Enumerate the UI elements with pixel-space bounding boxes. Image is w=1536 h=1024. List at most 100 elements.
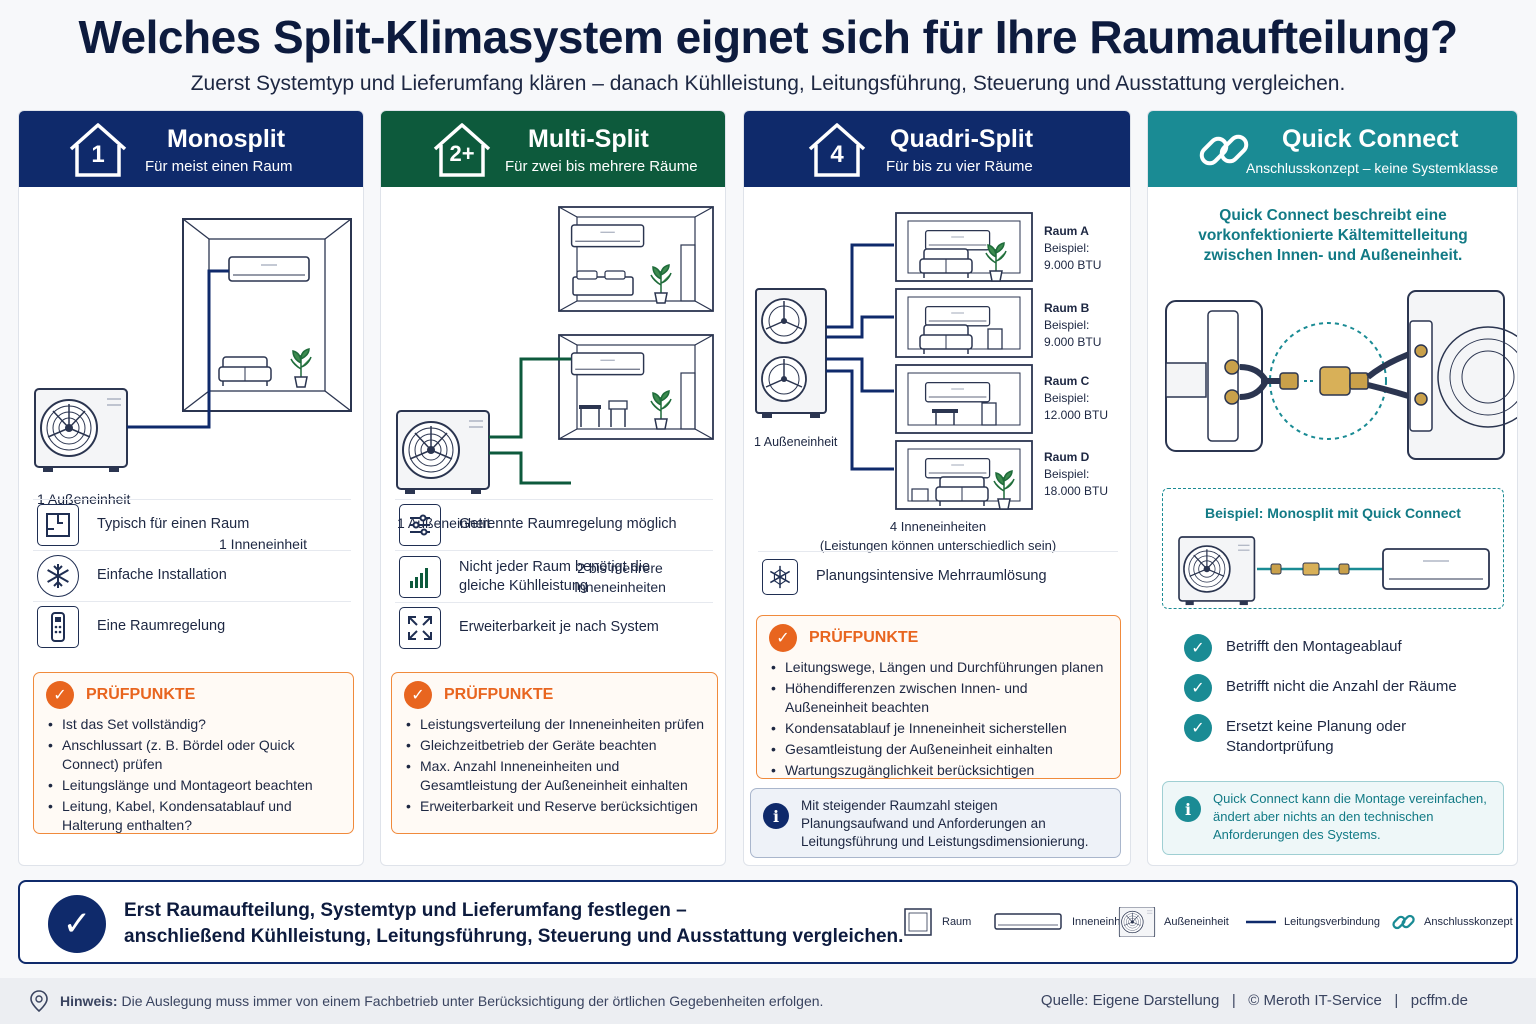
- pruef-item: Leitungslänge und Montageort beachten: [46, 776, 341, 795]
- legend-concept: Anschlusskonzept: [1390, 906, 1513, 938]
- room-btu: 9.000 BTU: [1044, 335, 1102, 349]
- room-example: Beispiel:: [1044, 241, 1090, 255]
- summary-line-2: anschließend Kühlleistung, Leitungsführu…: [124, 926, 904, 947]
- feature-text: Typisch für einen Raum: [97, 516, 250, 532]
- room-btu: 9.000 BTU: [1044, 258, 1102, 272]
- quickconnect-subtitle: Anschlusskonzept – keine Systemklasse: [1246, 160, 1499, 176]
- footer-source: Quelle: Eigene Darstellung | © Meroth IT…: [1040, 992, 1468, 1009]
- pruef-item: Gleichzeitbetrieb der Geräte beachten: [404, 736, 705, 755]
- pruef-item: Wartungszugänglichkeit berücksichtigen: [769, 761, 1108, 780]
- quickconnect-description: Quick Connect beschreibt eine vorkonfekt…: [1198, 207, 1468, 264]
- location-pin-icon: [30, 990, 48, 1012]
- page-title: Welches Split-Klimasystem eignet sich fü…: [78, 11, 1458, 63]
- bar-chart-icon: [399, 555, 441, 598]
- room-b-label: Raum B Beispiel: 9.000 BTU: [1044, 300, 1101, 351]
- multisplit-illustration: 1 Außeneinheit 2 bis mehrere Inneneinhei…: [381, 187, 725, 597]
- feature-text: Nicht jeder Raum benötigt die gleiche Kü…: [459, 558, 651, 594]
- feature-text: Einfache Installation: [97, 567, 227, 583]
- link-icon: [1392, 914, 1415, 930]
- pruefpunkte-title: PRÜFPUNKTE: [86, 686, 196, 703]
- room-btu: 12.000 BTU: [1044, 408, 1109, 422]
- monosplit-header: 1 Monosplit Für meist einen Raum: [19, 111, 363, 187]
- quadrisplit-subtitle: Für bis zu vier Räume: [886, 158, 1033, 175]
- feature-text: Eine Raumregelung: [97, 618, 226, 634]
- info-text: Quick Connect kann die Montage vereinfac…: [1213, 791, 1487, 842]
- floorplan-icon: [37, 503, 79, 546]
- legend-indoor: Inneneinheit: [994, 906, 1132, 938]
- house-icon-number: 2+: [449, 141, 475, 166]
- monosplit-card: 1 Monosplit Für meist einen Raum 1 Außen…: [18, 110, 364, 866]
- legend-label: Leitungsverbindung: [1284, 916, 1381, 928]
- check-icon: ✓: [1184, 714, 1212, 742]
- multisplit-pruefpunkte: ✓PRÜFPUNKTE Leistungsverteilung der Inne…: [391, 672, 718, 834]
- house-icon: [69, 123, 127, 177]
- snowflake-icon: [762, 558, 798, 595]
- quadrisplit-title: Quadri-Split: [890, 125, 1034, 153]
- page-subtitle: Zuerst Systemtyp und Lieferumfang klären…: [190, 72, 1346, 95]
- pruef-item: Leitung, Kabel, Kondensatablauf und Halt…: [46, 797, 341, 835]
- monosplit-subtitle: Für meist einen Raum: [145, 158, 293, 175]
- legend-connection: Leitungsverbindung: [1246, 906, 1380, 938]
- legend-room: Raum: [904, 906, 971, 938]
- quickconnect-title: Quick Connect: [1282, 125, 1459, 153]
- outdoor-unit-icon: [396, 410, 490, 495]
- house-icon: [433, 123, 491, 177]
- info-icon: i: [1175, 796, 1201, 822]
- room-btu: 18.000 BTU: [1044, 484, 1109, 498]
- quickconnect-info-box: i Quick Connect kann die Montage vereinf…: [1162, 781, 1504, 855]
- quadrisplit-pruefpunkte: ✓PRÜFPUNKTE Leitungswege, Längen und Dur…: [756, 615, 1121, 780]
- monosplit-feature-1: Typisch für einen Raum: [33, 499, 351, 549]
- monosplit-feature-2: Einfache Installation: [33, 550, 351, 600]
- check-icon: ✓: [404, 681, 432, 709]
- feature-text: Getrennte Raumregelung möglich: [459, 516, 677, 532]
- snowflake-icon: [37, 554, 79, 597]
- legend-label: Inneneinheit: [1072, 916, 1132, 928]
- monosplit-feature-3: Eine Raumregelung: [33, 601, 351, 651]
- room-example: Beispiel:: [1044, 391, 1090, 405]
- qc-check-1: ✓Betrifft den Montageablauf: [1184, 634, 1402, 662]
- multisplit-header: 2+ Multi-Split Für zwei bis mehrere Räum…: [381, 111, 725, 187]
- line-icon: [1246, 920, 1276, 924]
- multisplit-subtitle: Für zwei bis mehrere Räume: [505, 158, 698, 175]
- feature-text: Planungsintensive Mehrraumlösung: [816, 568, 1047, 584]
- pruef-item: Max. Anzahl Inneneinheiten und Gesamtlei…: [404, 757, 705, 795]
- feature-text: Erweiterbarkeit je nach System: [459, 619, 659, 635]
- room-example: Beispiel:: [1044, 467, 1090, 481]
- pruef-item: Anschlussart (z. B. Bördel oder Quick Co…: [46, 736, 341, 774]
- check-icon: ✓: [46, 681, 74, 709]
- info-icon: i: [763, 803, 789, 829]
- monosplit-title: Monosplit: [167, 125, 286, 153]
- room-example: Beispiel:: [1044, 318, 1090, 332]
- quadrisplit-diagram: [755, 212, 1033, 510]
- monosplit-diagram: [34, 218, 352, 473]
- room-c-label: Raum C Beispiel: 12.000 BTU: [1044, 373, 1108, 424]
- footer: Hinweis: Die Auslegung muss immer von ei…: [0, 978, 1536, 1024]
- indoor-unit-icon: [994, 913, 1062, 930]
- pruefpunkte-title: PRÜFPUNKTE: [809, 629, 919, 646]
- quickconnect-header: Quick Connect Anschlusskonzept – keine S…: [1148, 111, 1517, 187]
- monosplit-indoor-label: 1 Inneneinheit: [219, 536, 307, 552]
- summary-line-1: Erst Raumaufteilung, Systemtyp und Liefe…: [124, 900, 687, 921]
- pruef-item: Erweiterbarkeit und Reserve berücksichti…: [404, 797, 705, 816]
- pruef-item: Höhendifferenzen zwischen Innen- und Auß…: [769, 679, 1108, 717]
- quadrisplit-indoor-label: 4 Inneneinheiten: [889, 519, 987, 534]
- room-icon: [904, 908, 932, 936]
- room-name: Raum B: [1044, 301, 1090, 315]
- quadrisplit-feature-1: Planungsintensive Mehrraumlösung: [758, 551, 1118, 601]
- qc-check-text: Betrifft den Montageablauf: [1226, 638, 1402, 655]
- multisplit-feature-2: Nicht jeder Raum benötigt die gleiche Kü…: [395, 550, 713, 602]
- quadrisplit-outdoor-label: 1 Außeneinheit: [754, 435, 838, 449]
- monosplit-pruefpunkte: ✓PRÜFPUNKTE Ist das Set vollständig? Ans…: [33, 672, 354, 834]
- example-title: Beispiel: Monosplit mit Quick Connect: [1205, 505, 1461, 521]
- qc-check-text: Betrifft nicht die Anzahl der Räume: [1226, 678, 1457, 695]
- pruef-item: Leistungsverteilung der Inneneinheiten p…: [404, 715, 705, 734]
- summary-bar: ✓ Erst Raumaufteilung, Systemtyp und Lie…: [18, 880, 1518, 964]
- room-name: Raum C: [1044, 374, 1090, 388]
- monosplit-illustration: 1 Außeneinheit 1 Inneneinheit: [19, 187, 363, 597]
- check-icon: ✓: [769, 624, 797, 652]
- hint-label: Hinweis:: [60, 993, 118, 1009]
- qc-check-2: ✓Betrifft nicht die Anzahl der Räume: [1184, 674, 1457, 702]
- example-diagram: [1178, 536, 1490, 606]
